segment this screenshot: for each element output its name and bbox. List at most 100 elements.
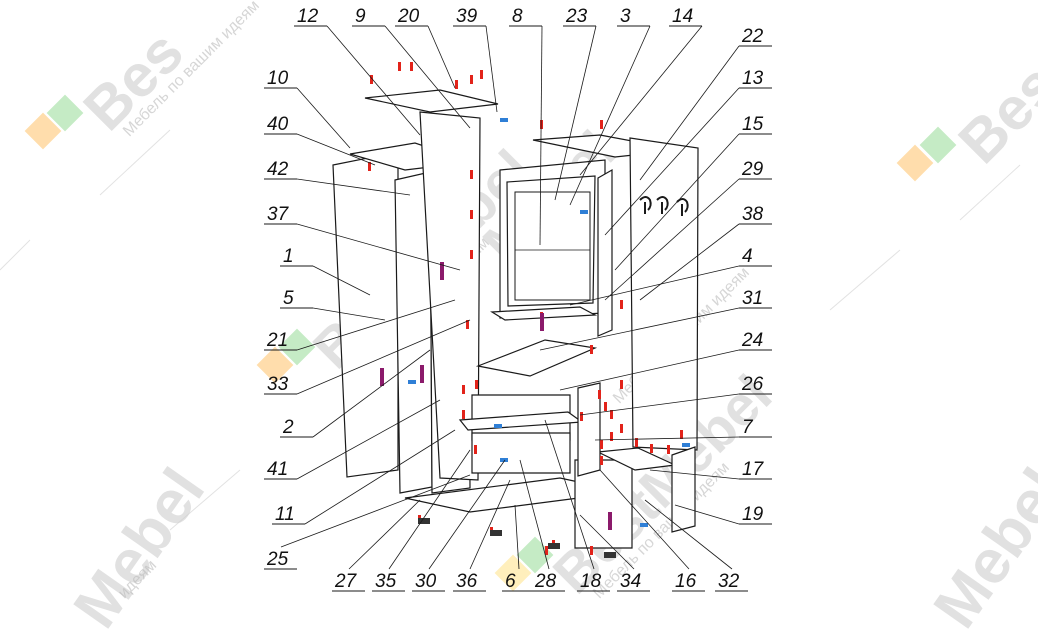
part-label-9: 9 [355,6,366,27]
fitting-mark [470,75,473,84]
leg-foot [604,552,616,558]
coat-hook-icon [676,198,689,216]
fitting-mark [370,75,373,84]
part-label-36: 36 [456,571,478,592]
connector-mark [580,210,588,214]
part-label-21: 21 [266,330,288,351]
fitting-mark [600,456,603,465]
part-label-38: 38 [742,204,764,225]
leader-line [296,399,441,480]
fitting-mark [368,162,371,171]
fitting-mark [580,412,583,421]
leader-line [554,25,597,201]
fitting-mark [470,250,473,259]
door-handle [380,368,384,386]
leader-line [514,504,520,570]
leader-line [674,504,740,525]
leader-line [428,459,506,570]
fitting-mark [462,385,465,394]
part-label-25: 25 [266,549,289,570]
part-label-27: 27 [334,571,358,592]
leg-foot [490,530,502,536]
fitting-mark [598,390,601,399]
fitting-mark [470,170,473,179]
leader-line [544,419,595,570]
panel-16 [574,459,633,549]
part-label-12: 12 [297,6,319,27]
connector-mark [494,424,502,428]
part-label-6: 6 [505,571,516,592]
part-label-16: 16 [675,571,697,592]
leader-line [296,178,411,196]
fitting-mark [600,440,603,449]
leader-line [559,349,740,391]
part-label-14: 14 [672,6,693,27]
leader-line [569,265,740,306]
fitting-mark [480,70,483,79]
part-label-41: 41 [267,459,288,480]
fitting-mark [410,62,413,71]
leader-line [296,133,376,166]
door-handle [540,313,544,331]
leader-line [599,469,690,570]
connector-mark [682,443,690,447]
leader-line [644,499,733,570]
leader-line [639,223,740,301]
part-label-30: 30 [415,571,437,592]
part-label-10: 10 [267,68,289,89]
leader-line [579,514,635,570]
leader-line [384,25,471,129]
leader-line [604,178,740,301]
fitting-mark [650,444,653,453]
part-label-18: 18 [580,571,602,592]
panel-18 [671,446,696,533]
part-label-8: 8 [512,6,523,27]
part-label-17: 17 [742,459,765,480]
fitting-mark [635,438,638,447]
part-label-19: 19 [742,504,764,525]
leader-line [639,45,740,181]
part-label-4: 4 [742,246,753,267]
leader-line [388,449,471,570]
part-label-13: 13 [742,68,764,89]
fitting-mark [610,432,613,441]
part-label-39: 39 [456,6,478,27]
leader-line [427,25,456,89]
connector-mark [500,458,508,462]
door-handle [608,512,612,530]
part-label-20: 20 [397,6,420,27]
part-label-2: 2 [282,417,294,438]
fitting-mark [462,410,465,419]
leader-line [296,319,471,395]
panel-10 [597,168,613,337]
leader-line [304,429,456,525]
leader-line [348,499,421,570]
fitting-mark [600,120,603,129]
leader-line [614,133,740,271]
fitting-mark [398,62,401,71]
fitting-mark [470,210,473,219]
leader-line [312,307,386,321]
leader-line [296,299,456,351]
leader-line [579,25,703,176]
panel-5 [364,89,499,113]
leader-line [569,25,651,206]
connector-mark [500,118,508,122]
part-label-31: 31 [742,288,763,309]
panel-8 [506,175,596,307]
part-label-42: 42 [267,159,289,180]
fitting-mark [590,345,593,354]
leader-line [519,459,550,570]
leader-line [579,393,740,416]
mirror-panel [514,191,591,301]
fitting-mark [604,402,607,411]
leader-line [539,25,543,246]
leader-line [280,474,471,548]
connector-mark [640,523,648,527]
part-label-5: 5 [283,288,294,309]
connector-mark [408,380,416,384]
part-label-28: 28 [534,571,557,592]
leader-line [312,265,371,296]
